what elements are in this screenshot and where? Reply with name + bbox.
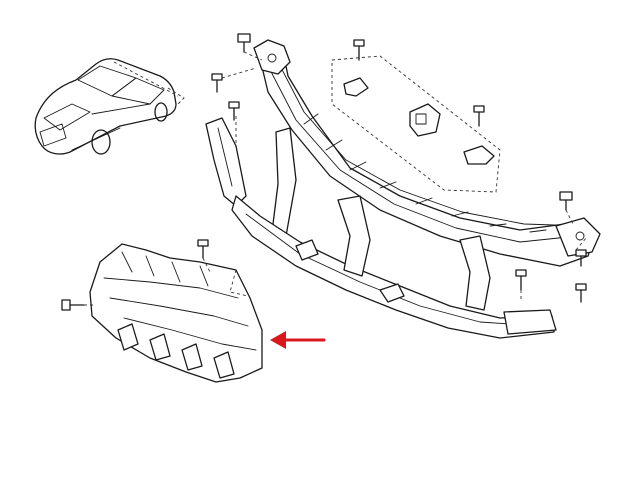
bolt-icon xyxy=(473,105,485,127)
bolt-icon xyxy=(237,33,251,53)
mounting-bracket-group xyxy=(331,39,501,193)
bracket-small-right xyxy=(463,145,495,165)
bolt-icon xyxy=(353,39,365,61)
bracket-small-left xyxy=(343,77,369,97)
front-end-carrier xyxy=(205,33,601,339)
bolt-icon xyxy=(211,73,223,93)
red-arrow-icon xyxy=(270,331,326,349)
lower-shield-part xyxy=(61,239,263,383)
bolt-icon xyxy=(197,239,209,259)
bolt-icon xyxy=(575,249,587,267)
bolt-icon xyxy=(575,283,587,303)
bolt-icon xyxy=(61,299,85,311)
bolt-icon xyxy=(559,191,573,211)
bolt-icon xyxy=(515,269,527,291)
bolt-icon xyxy=(228,101,240,121)
vehicle-thumbnail xyxy=(34,58,185,155)
bracket-center xyxy=(409,103,441,137)
